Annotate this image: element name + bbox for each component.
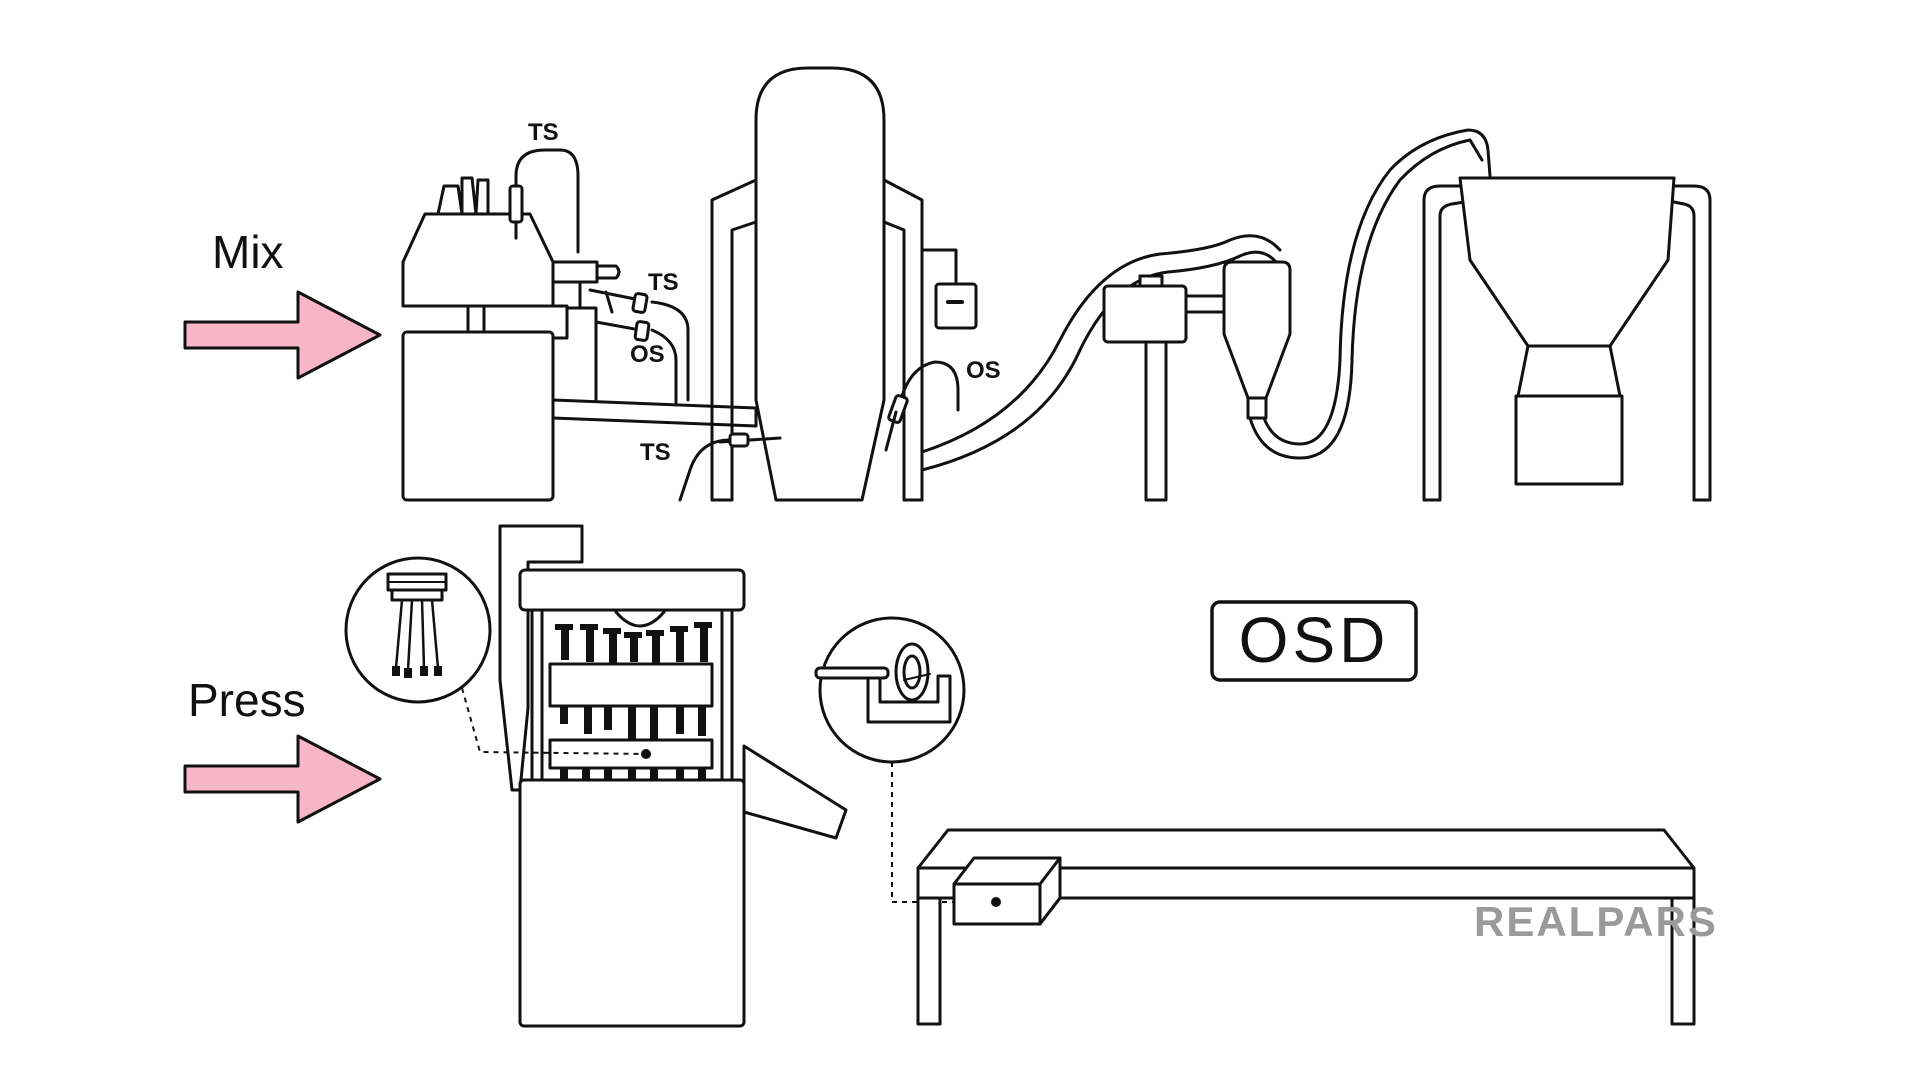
temperature-sensor: TS [588, 269, 690, 402]
base-punches [560, 768, 706, 780]
os-label-2: OS [966, 357, 1001, 384]
temperature-sensor: TS [508, 119, 580, 254]
ts-label-3: TS [640, 439, 671, 466]
mix-label: Mix [212, 226, 284, 278]
lower-punches [560, 706, 706, 746]
ts-label-2: TS [648, 269, 679, 296]
oxygen-sensor: OS [594, 320, 678, 407]
fluid-bed-dryer [710, 66, 978, 502]
feed-pipe [551, 290, 758, 428]
realpars-logo: REALPARS [1474, 898, 1718, 945]
sensor-detail-callout [814, 616, 996, 903]
osd-badge: OSD [1210, 600, 1418, 682]
mix-arrow-icon [183, 290, 382, 380]
press-arrow-icon [183, 734, 382, 824]
osd-label: OSD [1239, 604, 1390, 676]
oxygen-sensor: OS [884, 357, 1001, 452]
upper-punches [555, 622, 712, 664]
blower-unit [1102, 274, 1228, 502]
tablet-press [498, 524, 848, 1028]
punch-detail-callout [344, 556, 647, 755]
press-label: Press [188, 674, 306, 726]
granulator-mixer [401, 176, 621, 502]
inspection-table [916, 828, 1696, 1026]
os-label-1: OS [630, 341, 665, 368]
cyclone-separator [1222, 128, 1492, 460]
temperature-sensor: TS [640, 432, 782, 502]
transfer-duct [920, 234, 1282, 472]
ts-label-1: TS [528, 119, 559, 146]
collection-hopper [1422, 176, 1712, 502]
